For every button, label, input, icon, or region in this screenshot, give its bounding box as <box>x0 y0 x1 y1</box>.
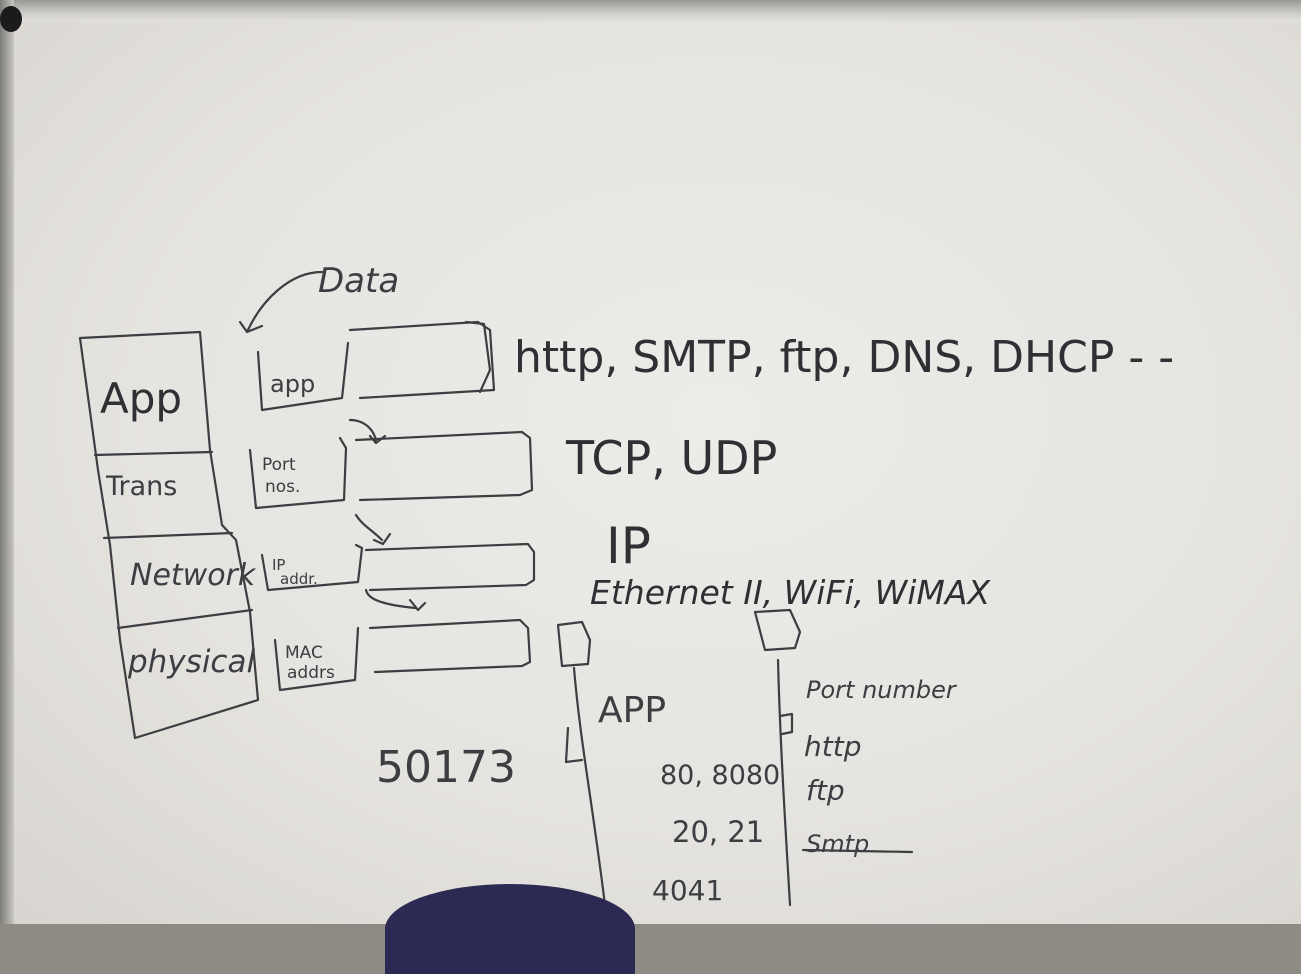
small-bracket <box>564 726 584 764</box>
layer-divider <box>93 450 214 457</box>
port-number-value: 50173 <box>376 742 516 793</box>
whiteboard-frame-left <box>0 0 14 924</box>
protocol-smtp: Smtp <box>806 830 869 858</box>
transport-frame <box>354 430 534 502</box>
network-protocols: IP <box>606 517 651 575</box>
down-arrow <box>354 513 392 546</box>
small-square <box>556 620 592 668</box>
whiteboard <box>0 0 1301 924</box>
magnet <box>0 6 22 32</box>
table-line-right <box>776 658 792 907</box>
transport-protocols: TCP, UDP <box>565 431 777 485</box>
app-protocols: http, SMTP, ftp, DNS, DHCP - - <box>514 332 1174 383</box>
small-bracket <box>778 712 794 736</box>
strike <box>801 848 914 854</box>
port-number-heading: Port number <box>806 676 958 704</box>
layer-stack-box <box>78 330 260 740</box>
layer-app: App <box>100 374 182 423</box>
whiteboard-frame-top <box>0 0 1301 22</box>
layer-divider <box>116 608 254 630</box>
layer-trans: Trans <box>105 471 177 502</box>
port-80: 80, 8080 <box>660 760 780 791</box>
transport-header-box <box>248 436 348 510</box>
network-header-box <box>260 543 364 592</box>
small-square <box>753 608 802 652</box>
physical-header-box <box>273 626 360 692</box>
app-header-label: app <box>270 370 315 398</box>
app-frame <box>348 320 496 400</box>
bracket <box>464 320 492 394</box>
data-arrow <box>238 270 324 334</box>
app-header-box <box>256 341 350 412</box>
down-arrow <box>348 418 387 445</box>
data-label: Data <box>318 261 399 301</box>
down-arrow <box>364 588 427 612</box>
port-4041: 4041 <box>652 874 723 907</box>
network-frame <box>364 542 536 592</box>
table-line-left <box>572 666 607 907</box>
layer-network: Network <box>130 558 257 593</box>
app-heading: APP <box>598 690 666 731</box>
physical-protocols: Ethernet II, WiFi, WiMAX <box>590 573 991 612</box>
layer-physical: physical <box>127 644 255 680</box>
protocol-http: http <box>804 730 861 763</box>
port-20: 20, 21 <box>672 815 764 849</box>
protocol-ftp: ftp <box>806 774 845 807</box>
whiteboard-drawing: Data App Trans Network physical app Port… <box>78 261 1174 907</box>
person-head <box>385 884 635 974</box>
layer-divider <box>102 531 234 540</box>
physical-frame <box>368 618 532 674</box>
